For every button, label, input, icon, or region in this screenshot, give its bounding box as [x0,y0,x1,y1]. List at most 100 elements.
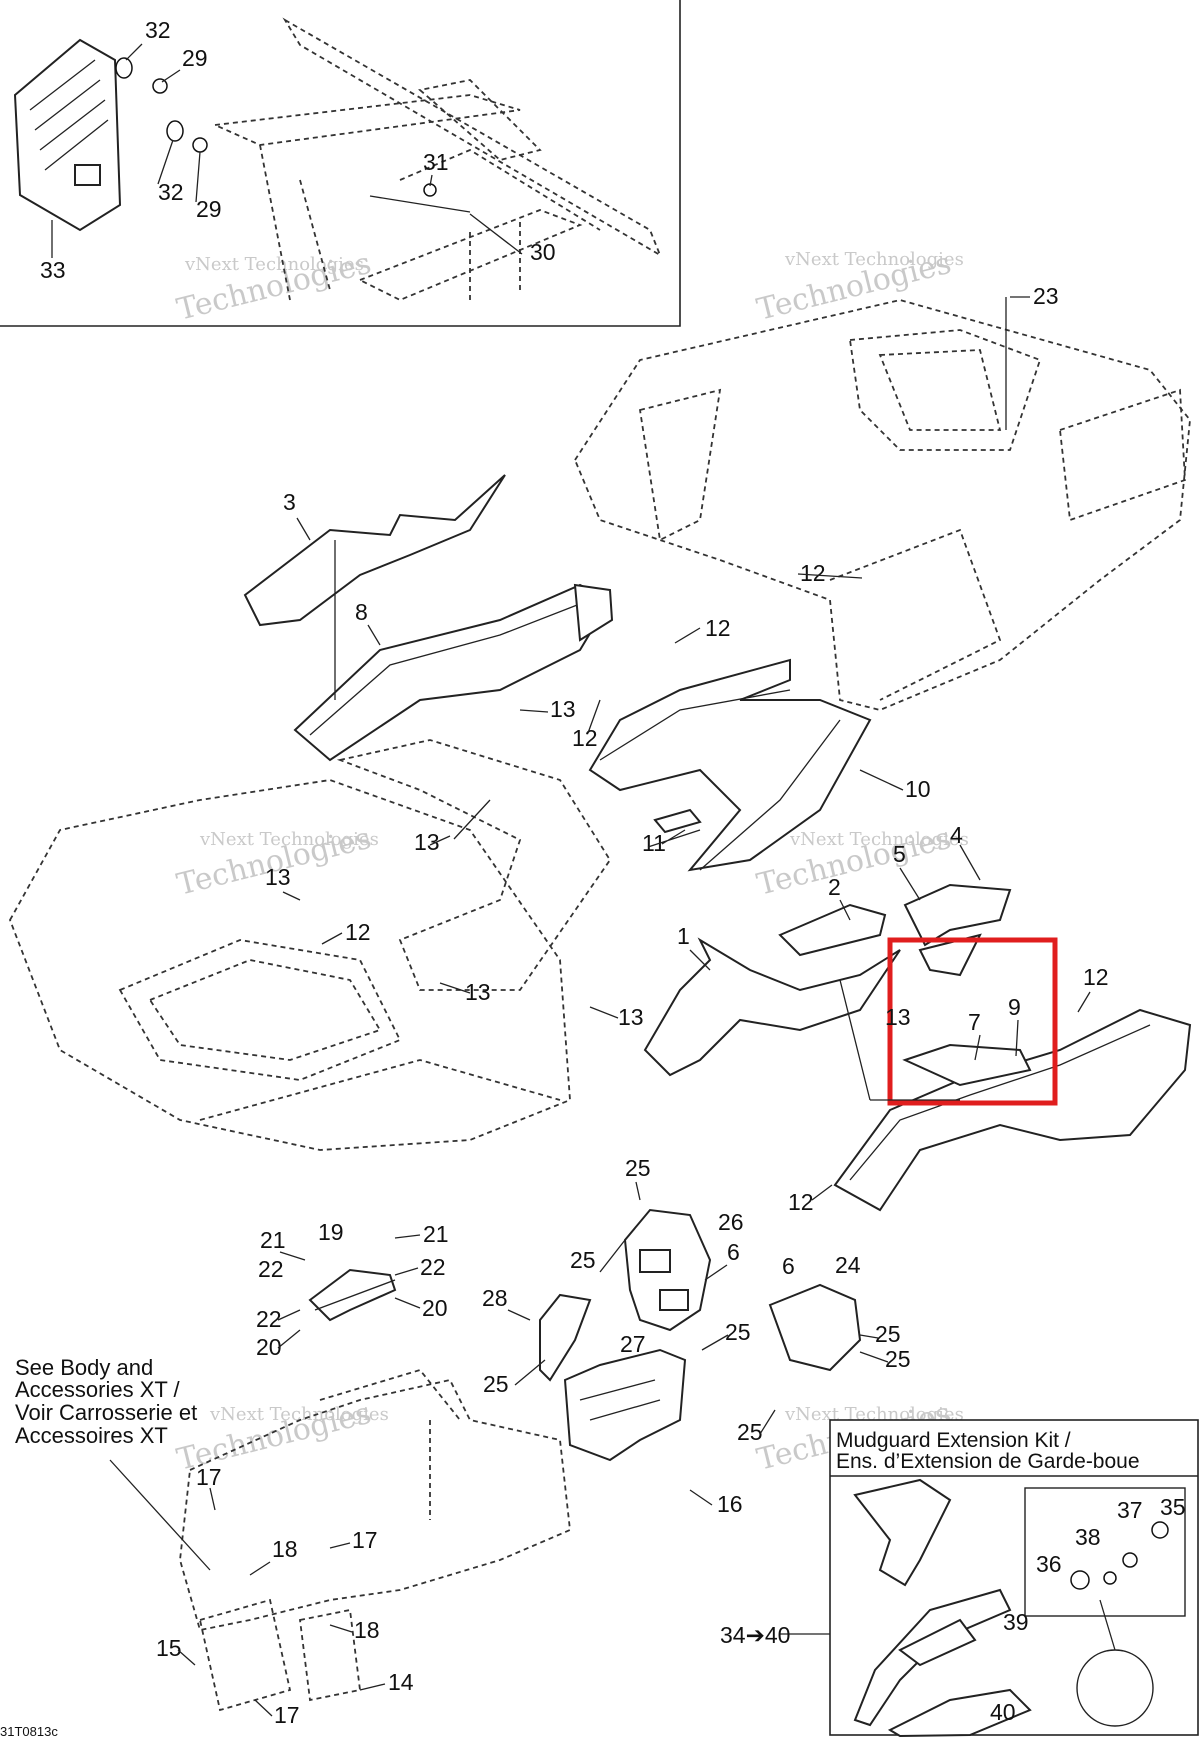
callout-21: 21 [260,1227,286,1253]
callout-40: 40 [990,1699,1016,1725]
callout-8: 8 [355,599,368,625]
callout-11: 11 [642,830,666,856]
callout-20: 20 [256,1334,282,1360]
front-frame [179,1368,571,1712]
mudguard-extension-kit-box [829,1419,1199,1738]
callout-labels: 32 29 32 29 31 30 33 23 3 8 12 12 13 12 … [40,17,1186,1728]
callout-25: 25 [737,1419,763,1445]
watermark-text: vNext Technologies [184,254,364,275]
watermark-text: vNext Technologies [784,249,964,270]
callout-17: 17 [352,1527,378,1553]
highlight-box [887,937,1058,1106]
fastener-group-inset [115,57,471,213]
reference-note-line: Accessories XT / [15,1377,181,1402]
callout-32: 32 [145,17,171,43]
callout-29: 29 [182,45,208,71]
callout-24: 24 [835,1252,861,1278]
callout-32: 32 [158,179,184,205]
part-2-bracket [778,903,887,957]
callout-16: 16 [717,1491,743,1517]
callout-18: 18 [272,1536,298,1562]
callout-6: 6 [782,1253,795,1279]
callout-17: 17 [274,1702,300,1728]
callout-6: 6 [727,1239,740,1265]
callout-10: 10 [905,776,931,802]
watermark-text: vNext Technologies [199,829,379,850]
callout-39: 39 [1003,1609,1029,1635]
callout-25: 25 [483,1371,509,1397]
part-7-right-footrest [833,1008,1192,1212]
part-4-5-bracket [903,883,1012,977]
callout-7: 7 [968,1009,981,1035]
part-27-skid-plate [563,1348,687,1462]
rear-fender [573,299,1191,711]
figure-code: 31T0813c [0,1724,58,1739]
callout-31: 31 [423,149,449,175]
callout-13: 13 [465,979,491,1005]
callout-12: 12 [788,1189,814,1215]
leader-lines [51,43,1091,1717]
front-fender [9,739,612,1151]
callout-33: 33 [40,257,66,283]
reference-note-line: Accessoires XT [15,1423,168,1448]
callout-25: 25 [875,1321,901,1347]
callout-15: 15 [156,1635,182,1661]
callout-3: 3 [283,489,296,515]
watermark-text: vNext Technologies [789,829,969,850]
callout-22: 22 [258,1256,284,1282]
callout-13: 13 [885,1004,911,1030]
callout-19: 19 [318,1219,344,1245]
callout-12: 12 [705,615,731,641]
callout-25: 25 [625,1155,651,1181]
callout-20: 20 [422,1295,448,1321]
watermark-group: vNext Technologies Technologies vNext Te… [173,246,968,1478]
part-28-guard [539,1293,592,1382]
callout-14: 14 [388,1669,414,1695]
reference-note-line: See Body and [15,1355,153,1380]
part-24-bracket [768,1283,862,1372]
reference-note: See Body and Accessories XT / Voir Carro… [15,1355,197,1448]
part-11-sticker [653,808,702,834]
callout-25: 25 [570,1247,596,1273]
callout-13: 13 [618,1004,644,1030]
callout-12: 12 [1083,964,1109,990]
callout-25: 25 [725,1319,751,1345]
callout-36: 36 [1036,1551,1062,1577]
callout-22: 22 [420,1254,446,1280]
callout-27: 27 [620,1331,646,1357]
watermark-text: vNext Technologies [209,1404,389,1425]
callout-28: 28 [482,1285,508,1311]
callout-12: 12 [345,919,371,945]
callout-13: 13 [550,696,576,722]
callout-2: 2 [828,874,841,900]
callout-4: 4 [950,822,963,848]
reference-note-line: Voir Carrosserie et [15,1400,197,1425]
callout-5: 5 [893,841,906,867]
callout-21: 21 [423,1221,449,1247]
part-26-mudflap [623,1208,712,1332]
callout-12: 12 [572,725,598,751]
part-3-decal [243,474,506,627]
callout-18: 18 [354,1617,380,1643]
part-1-decal [643,937,901,1077]
callout-26: 26 [718,1209,744,1235]
kit-title-line-2: Ens. d’Extension de Garde-boue [836,1450,1140,1473]
mudguard-side-panel [13,38,122,232]
rear-rack-frame [211,17,662,301]
part-8-left-footrest [293,583,614,762]
callout-17: 17 [196,1464,222,1490]
callout-37: 37 [1117,1497,1143,1523]
callout-13: 13 [265,864,291,890]
callout-29: 29 [196,196,222,222]
callout-35: 35 [1160,1494,1186,1520]
callout-25: 25 [885,1346,911,1372]
inset-frame-rear-rack [0,0,681,327]
callout-9: 9 [1008,994,1021,1020]
kit-title-line-1: Mudguard Extension Kit / [836,1429,1071,1452]
part-10-center-panel [588,658,872,872]
kit-range-label: 34➔40 [720,1622,790,1648]
callout-38: 38 [1075,1524,1101,1550]
part-19-step-plate [308,1268,397,1322]
callout-22: 22 [256,1306,282,1332]
